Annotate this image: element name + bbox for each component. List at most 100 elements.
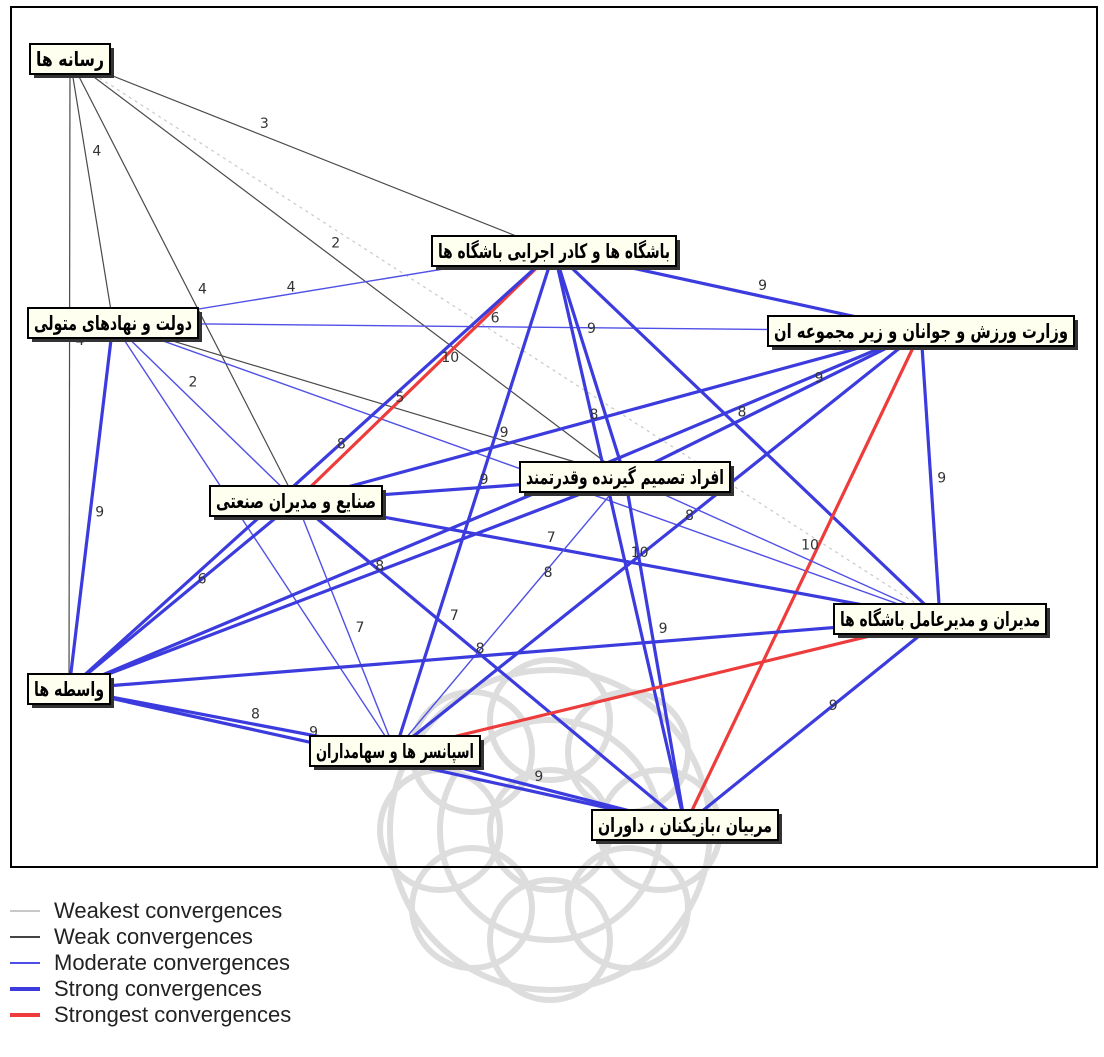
edge-weight-label: 2 [189, 375, 198, 391]
legend-item-strong: Strong convergences [10, 976, 410, 1002]
legend-label-weak: Weak convergences [54, 924, 253, 949]
node-clubs: باشگاه ها و کادر اجرایی باشگاه ها [431, 235, 680, 270]
node-label: افراد تصمیم گیرنده وقدرتمند [526, 465, 724, 489]
legend-item-strongest: Strongest convergences [10, 1002, 410, 1028]
edge-media-decision [69, 58, 626, 478]
legend: Weakest convergences Weak convergences M… [10, 898, 410, 1028]
legend-item-moderate: Moderate convergences [10, 950, 410, 976]
edge-weight-label: 6 [198, 571, 207, 587]
edge-industry-coaches [294, 499, 687, 827]
node-coaches: مربیان ،بازیکنان ، داوران [591, 809, 782, 844]
edge-weight-label: 9 [534, 769, 543, 785]
edge-media-gov [69, 58, 114, 324]
edge-decision-managers [624, 476, 941, 620]
edge-managers-brokers [68, 617, 941, 691]
node-box [29, 43, 111, 75]
edge-weight-label: 9 [587, 321, 596, 337]
node-sponsors: اسپانسر ها و سهامداران [309, 735, 484, 770]
edge-weight-label: 8 [738, 404, 747, 420]
node-box [27, 307, 199, 339]
node-gov: دولت و نهادهای متولی [27, 307, 202, 342]
node-decision: افراد تصمیم گیرنده وقدرتمند [519, 461, 734, 496]
edge-weight-label: 7 [450, 608, 459, 624]
edge-decision-coaches [623, 476, 687, 826]
node-label: صنایع و مدیران صنعتی [216, 489, 376, 513]
edge-managers-coaches [683, 617, 942, 827]
convergence-network: 4443246526910998109889998976778108989899… [27, 43, 1078, 844]
node-box [833, 603, 1047, 635]
edge-weight-label: 9 [309, 725, 318, 741]
edge-clubs-coaches [552, 250, 687, 826]
edge-clubs-brokers [67, 249, 556, 691]
edge-weight-label: 8 [544, 565, 553, 581]
node-box [767, 315, 1075, 347]
edge-ministry-sponsors [394, 329, 922, 753]
edge-weight-label: 7 [547, 530, 556, 546]
edge-weight-label: 4 [92, 143, 101, 159]
node-label: باشگاه ها و کادر اجرایی باشگاه ها [438, 239, 670, 263]
edge-weight-label: 8 [476, 641, 485, 657]
edge-clubs-decision [552, 250, 627, 478]
edge-media-managers [69, 58, 941, 620]
edge-decision-brokers [68, 475, 626, 691]
edge-media-industry [69, 58, 297, 502]
nodes-layer: رسانه ها باشگاه ها و کادر اجرایی باشگاه ه… [27, 43, 1078, 844]
edge-weight-label: 9 [758, 278, 767, 294]
node-media: رسانه ها [29, 43, 114, 78]
legend-swatch-strong [10, 987, 40, 991]
legend-label-strongest: Strongest convergences [54, 1002, 292, 1027]
edge-weight-label: 9 [500, 425, 509, 441]
node-label: رسانه ها [36, 47, 104, 71]
edge-weight-label: 8 [337, 436, 346, 452]
node-box [591, 809, 779, 841]
node-box [519, 461, 731, 493]
edge-industry-managers [295, 499, 941, 621]
node-industry: صنایع و مدیران صنعتی [209, 485, 386, 520]
node-label: مربیان ،بازیکنان ، داوران [598, 813, 772, 837]
edges-layer [67, 58, 942, 827]
edge-clubs-managers [552, 249, 942, 621]
node-label: مدیران و مدیرعامل باشگاه ها [840, 607, 1040, 631]
node-label: واسطه ها [34, 677, 104, 701]
edge-weight-label: 9 [480, 472, 489, 488]
edge-clubs-sponsors [393, 250, 556, 752]
legend-label-strong: Strong convergences [54, 976, 262, 1001]
edge-weight-label: 2 [331, 235, 340, 251]
legend-item-weakest: Weakest convergences [10, 898, 410, 924]
node-box [27, 673, 111, 705]
edge-weight-label: 10 [631, 545, 649, 561]
edge-ministry-coaches [683, 330, 923, 826]
edge-gov-brokers [67, 322, 115, 690]
edge-weight-label: 8 [685, 508, 694, 524]
edge-ministry-industry [295, 329, 922, 503]
node-ministry: وزارت ورزش و جوانان و زیر مجموعه ان [767, 315, 1078, 350]
edge-weight-label: 9 [815, 370, 824, 386]
node-label: دولت و نهادهای متولی [34, 311, 192, 335]
legend-item-weak: Weak convergences [10, 924, 410, 950]
edge-weight-label: 9 [95, 505, 104, 521]
node-managers: مدیران و مدیرعامل باشگاه ها [833, 603, 1050, 638]
legend-swatch-moderate [10, 962, 40, 964]
node-label: اسپانسر ها و سهامداران [316, 739, 474, 764]
edge-weight-label: 6 [491, 311, 500, 327]
legend-swatch-strongest [10, 1013, 40, 1017]
edge-weight-label: 4 [198, 282, 207, 298]
edge-industry-sponsors [295, 500, 396, 752]
edge-media-clubs [69, 58, 555, 252]
edge-ministry-managers [919, 330, 942, 620]
edge-weight-label: 4 [287, 280, 296, 296]
edge-ministry-brokers [68, 329, 922, 691]
edge-weight-label: 7 [355, 620, 364, 636]
edge-weight-label: 9 [937, 471, 946, 487]
edge-media-brokers [68, 58, 71, 690]
edge-weight-label: 10 [801, 538, 819, 554]
node-box [431, 235, 677, 267]
edge-clubs-industry [294, 249, 556, 503]
edge-decision-sponsors [394, 476, 626, 752]
legend-swatch-weak [10, 936, 40, 938]
edge-weight-labels: 4443246526910998109889998976778108989899 [76, 116, 947, 785]
legend-label-moderate: Moderate convergences [54, 950, 291, 975]
edge-gov-decision [112, 322, 626, 478]
node-box [309, 735, 481, 767]
node-box [209, 485, 383, 517]
